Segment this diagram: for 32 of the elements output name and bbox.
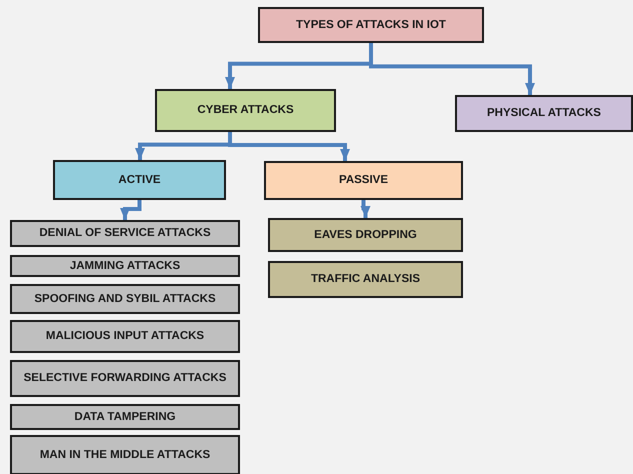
attack-box [10, 220, 240, 247]
attack-box [268, 261, 463, 298]
box-label: EAVES DROPPING [314, 228, 417, 242]
box-label: PASSIVE [339, 173, 388, 188]
attack-box [10, 404, 240, 430]
category-box [155, 89, 336, 132]
category-box [455, 95, 633, 132]
box-label: SPOOFING AND SYBIL ATTACKS [34, 292, 216, 306]
box-label: DATA TAMPERING [74, 410, 176, 424]
attack-box [10, 360, 240, 397]
box-label: TYPES OF ATTACKS IN IOT [296, 18, 446, 32]
arrow [360, 200, 370, 218]
attack-box [10, 320, 240, 353]
arrow [228, 132, 350, 161]
box-label: CYBER ATTACKS [197, 103, 294, 118]
box-label: TRAFFIC ANALYSIS [310, 272, 420, 287]
title-box [258, 7, 484, 43]
category-box [53, 160, 226, 200]
box-label: DENIAL OF SERVICE ATTACKS [39, 226, 211, 241]
box-label: MAN IN THE MIDDLE ATTACKS [40, 448, 210, 462]
box-label: JAMMING ATTACKS [70, 258, 180, 274]
box-label: SELECTIVE FORWARDING ATTACKS [24, 371, 226, 386]
arrow [369, 43, 535, 95]
attack-box [10, 435, 240, 474]
box-label: ACTIVE [118, 172, 161, 188]
attack-box [10, 284, 240, 314]
box-label: PHYSICAL ATTACKS [487, 106, 601, 121]
category-box [264, 161, 463, 200]
attack-box [10, 255, 240, 277]
arrow [120, 200, 142, 220]
attack-box [268, 218, 463, 252]
box-label: MALICIOUS INPUT ATTACKS [46, 329, 204, 344]
